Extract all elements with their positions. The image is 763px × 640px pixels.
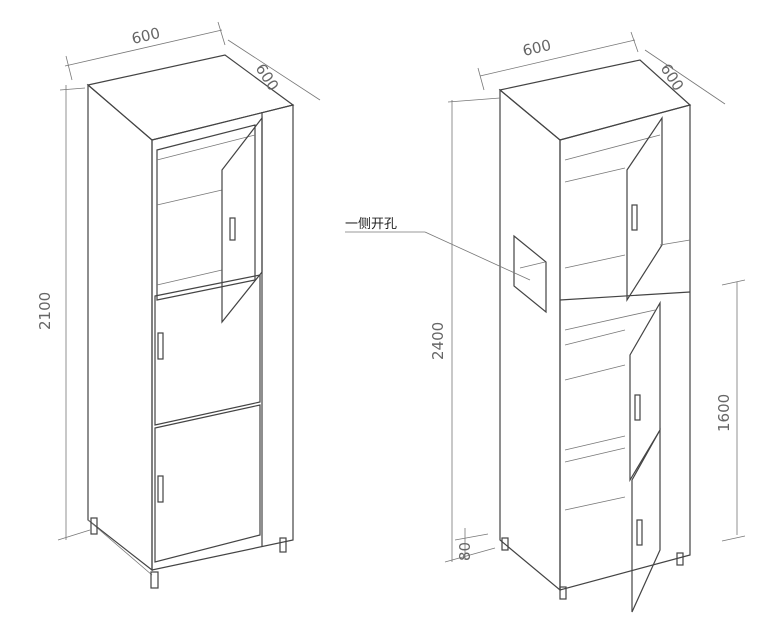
- handle-icon: [636, 519, 643, 546]
- left-cabinet-front: [151, 104, 294, 571]
- left-cabinet: 600 600 2100: [36, 21, 321, 589]
- handle-icon: [631, 204, 638, 231]
- handle-icon: [157, 475, 164, 503]
- right-lower-height-label: 1600: [715, 394, 733, 432]
- right-depth-label: 600: [657, 60, 688, 94]
- leg-height-label: 80: [456, 542, 474, 561]
- handle-icon: [157, 332, 164, 360]
- left-width-label: 600: [130, 24, 162, 48]
- right-cabinet-front: [559, 104, 691, 591]
- handle-icon: [634, 394, 641, 421]
- left-bottom-door: [154, 404, 261, 563]
- right-height-label: 2400: [429, 322, 447, 360]
- left-open-door: [221, 116, 263, 324]
- left-middle-door: [154, 274, 261, 426]
- right-width-label: 600: [521, 36, 553, 60]
- right-cabinet-side: [499, 88, 561, 592]
- right-middle-door: [629, 300, 661, 483]
- right-lower-door: [631, 427, 661, 613]
- left-height-label: 2100: [36, 292, 54, 330]
- right-cabinet: 600 600 2400 1600 80 一侧开孔: [345, 31, 746, 613]
- side-hole: [513, 234, 547, 314]
- left-cabinet-side: [87, 83, 153, 572]
- side-hole-label: 一侧开孔: [345, 217, 397, 232]
- handle-icon: [229, 217, 236, 241]
